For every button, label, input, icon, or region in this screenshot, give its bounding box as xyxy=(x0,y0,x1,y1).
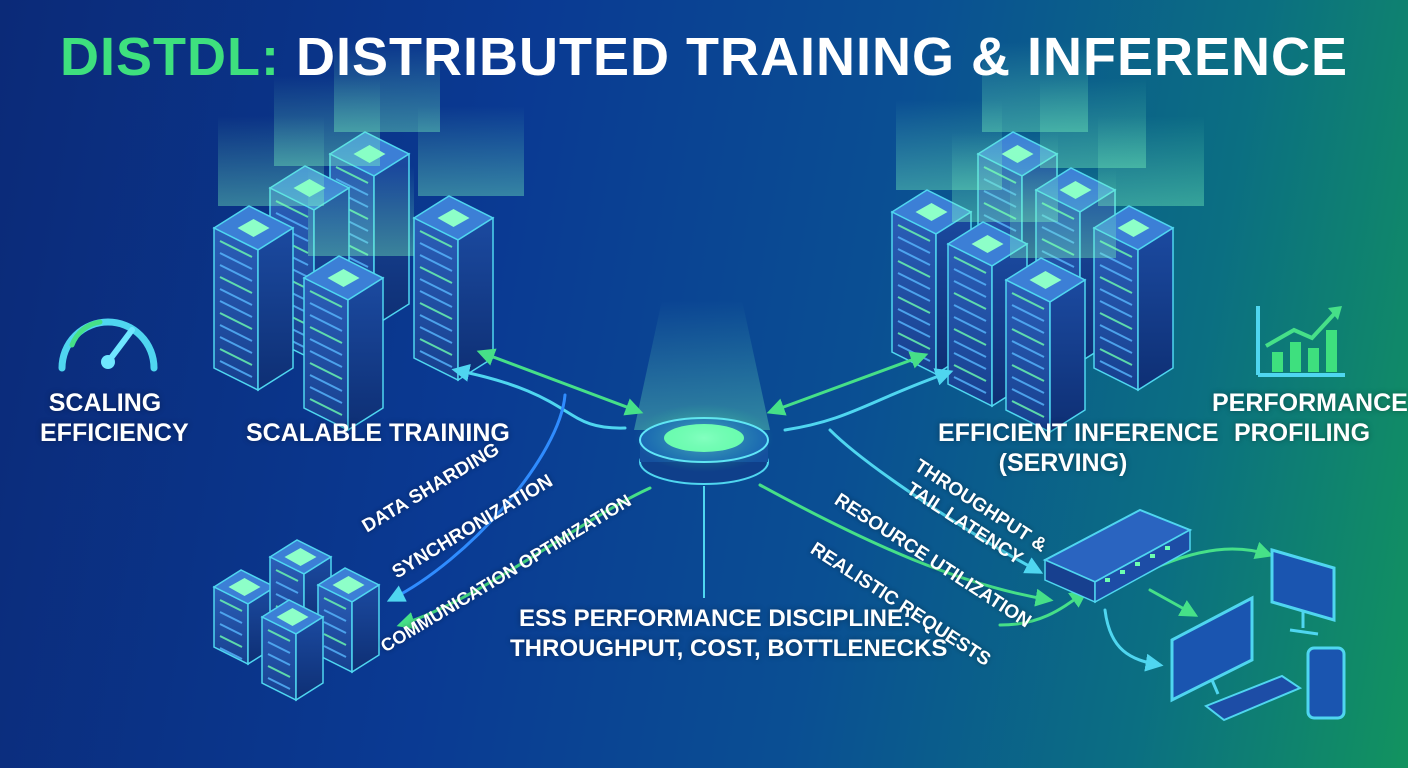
title-accent: DISTDL: xyxy=(60,27,280,87)
monitor-icon xyxy=(1270,548,1336,636)
efficient-inference-label: EFFICIENT INFERENCE (SERVING) xyxy=(938,418,1219,478)
performance-profiling-line1: PERFORMANCE xyxy=(1212,389,1408,417)
discipline-line2: THROUGHPUT, COST, BOTTLENECKS xyxy=(510,635,948,662)
keyboard-icon xyxy=(1204,674,1303,722)
training-server-cluster xyxy=(212,42,524,432)
scaling-efficiency-line1: SCALING xyxy=(48,389,162,417)
flow-arrows xyxy=(386,348,1274,672)
server-rack xyxy=(316,567,381,674)
scaling-efficiency-label: SCALING EFFICIENCY xyxy=(40,388,189,448)
server-rack xyxy=(1004,168,1116,434)
server-rack xyxy=(302,166,414,432)
desktop-monitor-icon xyxy=(1170,595,1254,703)
server-rack xyxy=(212,116,324,392)
performance-discipline-label: ESS PERFORMANCE DISCIPLINE: THROUGHPUT, … xyxy=(510,604,948,664)
phone-icon xyxy=(1306,646,1346,720)
gauge-icon xyxy=(58,318,158,372)
scalable-training-label: SCALABLE TRAINING xyxy=(246,419,510,447)
efficient-inference-line1: EFFICIENT INFERENCE xyxy=(938,419,1219,447)
page-title: DISTDL: DISTRIBUTED TRAINING & INFERENCE xyxy=(0,26,1408,88)
server-rack xyxy=(260,599,325,702)
performance-profiling-line2: PROFILING xyxy=(1233,419,1371,447)
performance-profiling-label: PERFORMANCE PROFILING xyxy=(1212,388,1408,448)
discipline-line1: ESS PERFORMANCE DISCIPLINE: xyxy=(518,605,912,632)
storage-node-cluster xyxy=(212,539,381,702)
bar-chart-growth-icon xyxy=(1256,306,1345,377)
central-hub xyxy=(634,300,774,598)
scaling-efficiency-line2: EFFICIENCY xyxy=(40,419,189,447)
title-main: DISTRIBUTED TRAINING & INFERENCE xyxy=(295,27,1348,87)
inference-server-cluster xyxy=(890,42,1204,434)
server-rack xyxy=(412,106,524,382)
network-switch xyxy=(1042,508,1193,604)
efficient-inference-line2: (SERVING) xyxy=(998,449,1128,477)
